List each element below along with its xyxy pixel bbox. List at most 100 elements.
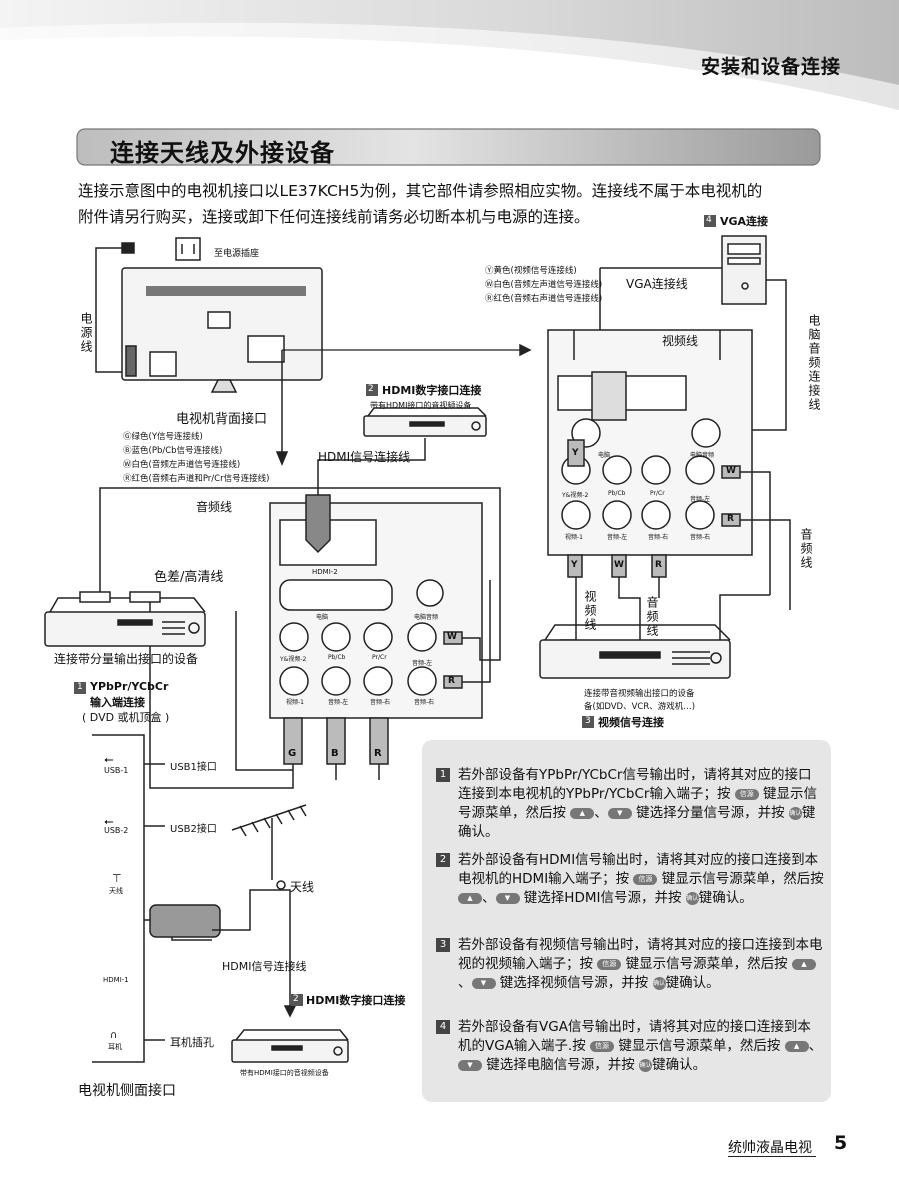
vga-cable-label: VGA连接线 <box>626 277 688 291</box>
legend-top-yellow: Ⓨ黄色(视频信号连接线) <box>485 266 577 276</box>
ok-key-icon: 确认 <box>788 806 802 820</box>
footer-underline <box>728 1156 816 1157</box>
usb2-port: USB-2 <box>104 826 129 835</box>
hdmi1-cable-label: HDMI信号连接线 <box>222 960 307 973</box>
video-num: 3 <box>585 716 591 726</box>
port-hdmi2: HDMI-2 <box>312 568 338 576</box>
footer-brand: 统帅液晶电视 <box>728 1140 812 1156</box>
port-pc: 电脑 <box>316 614 329 621</box>
instructions-box <box>422 740 831 1102</box>
port-y-video2-right: Y&视频-2 <box>562 492 589 499</box>
vga-title: VGA连接 <box>720 215 769 228</box>
ypbpr-title: YPbPr/YCbCr <box>90 680 169 693</box>
intro-line-2: 附件请另行购买，连接或卸下任何连接线前请务必切断本机与电源的连接。 <box>78 208 590 226</box>
up-key-icon: ▲ <box>458 892 482 904</box>
port-pc-audio: 电脑音频 <box>414 614 439 621</box>
port-video1-right: 视频-1 <box>565 534 583 541</box>
legend-left-white: Ⓦ白色(音频左声道信号连接线) <box>123 460 241 470</box>
down-key-icon: ▼ <box>607 807 632 819</box>
ypbpr-title-2: 输入端连接 <box>90 696 145 709</box>
antenna-label: 天线 <box>290 880 315 894</box>
instruction-2: 2 若外部设备有HDMI信号输出时，请将其对应的接口连接到本电视机的HDMI输入… <box>436 851 824 908</box>
port-audio-l: 音频-左 <box>412 660 433 667</box>
hdmi-title: HDMI数字接口连接 <box>382 384 482 397</box>
power-outlet-label: 至电源插座 <box>214 249 260 259</box>
ok-key-icon: 确认 <box>652 976 666 990</box>
audio-cable-label: 音频线 <box>196 500 233 514</box>
plug-w: W <box>614 560 624 570</box>
up-key-icon: ▲ <box>791 958 816 970</box>
ok-key-icon: 确认 <box>685 891 699 905</box>
intro-text: 连接示意图中的电视机接口以LE37KCH5为例，其它部件请参照相应实物。连接线不… <box>78 178 828 230</box>
plug-r-right2: R <box>727 514 734 524</box>
plug-y-top: Y <box>572 448 579 458</box>
power-cable-label: 电源线 <box>79 312 93 354</box>
hdmi-cable-label: HDMI信号连接线 <box>318 450 411 464</box>
port-video1: 视频-1 <box>286 699 304 706</box>
source-key-icon: 信源 <box>590 1040 615 1052</box>
vga-num: 4 <box>706 215 712 225</box>
intro-line-1: 连接示意图中的电视机接口以LE37KCH5为例，其它部件请参照相应实物。连接线不… <box>78 182 763 200</box>
legend-top-white: Ⓦ白色(音频左声道信号连接线) <box>485 280 603 290</box>
audio-cable-label-2: 音频线 <box>645 596 659 638</box>
instruction-1: 1 若外部设备有YPbPr/YCbCr信号输出时，请将其对应的接口连接到本电视机… <box>436 766 824 842</box>
plug-b: B <box>331 748 339 759</box>
component-device-label: 连接带分量输出接口的设备 <box>54 652 199 666</box>
plug-g: G <box>288 748 297 759</box>
usb1-icon: ⭠ <box>104 752 114 766</box>
legend-left: Ⓖ绿色(Y信号连接线) Ⓑ蓝色(Pb/Cb信号连接线) Ⓦ白色(音频左声道信号连… <box>123 430 269 486</box>
port-audio-l-right: 音频-左 <box>690 496 711 503</box>
side-hdmi-device: 带有HDMI接口的音视频设备 <box>240 1069 329 1077</box>
video-cable-label: 视频线 <box>583 590 597 632</box>
source-key-icon: 信源 <box>633 873 658 885</box>
section-title-bar <box>76 128 821 166</box>
port-pbcb: Pb/Cb <box>328 654 346 661</box>
usb2-label: USB2接口 <box>170 824 217 835</box>
header-swoosh <box>0 0 899 110</box>
port-audio-r-right: 音频-右 <box>648 534 669 541</box>
down-key-icon: ▼ <box>458 1059 482 1071</box>
plug-w-center: W <box>447 632 457 642</box>
port-pc-right: 电脑 <box>598 452 611 459</box>
port-y-video2: Y&视频-2 <box>280 656 307 663</box>
earphone-icon: ∩ <box>110 1030 118 1041</box>
av-device-label-2: 备(如DVD、VCR、游戏机…) <box>584 702 696 712</box>
plug-r-center: R <box>448 676 455 686</box>
side-hdmi-num: 2 <box>293 994 299 1004</box>
legend-left-green: Ⓖ绿色(Y信号连接线) <box>123 432 203 442</box>
legend-left-blue: Ⓑ蓝色(Pb/Cb信号连接线) <box>123 446 223 456</box>
instruction-4-num: 4 <box>436 1020 450 1034</box>
instruction-3: 3 若外部设备有视频信号输出时，请将其对应的接口连接到本电视的视频输入端子；按 … <box>436 936 824 993</box>
ypbpr-subtitle: ( DVD 或机顶盒 ) <box>82 711 170 724</box>
instruction-3-num: 3 <box>436 938 450 952</box>
port-audio-l2: 音频-左 <box>328 699 349 706</box>
usb1-port: USB-1 <box>104 766 129 775</box>
plug-r-right: R <box>655 560 662 570</box>
instruction-1-num: 1 <box>436 768 450 782</box>
legend-left-red: Ⓡ红色(音频右声道和Pr/Cr信号连接线) <box>123 474 270 484</box>
down-key-icon: ▼ <box>471 977 496 989</box>
source-key-icon: 信源 <box>734 788 759 800</box>
section-title: 连接天线及外接设备 <box>110 139 335 167</box>
up-key-icon: ▲ <box>784 1040 809 1052</box>
usb1-label: USB1接口 <box>170 762 217 773</box>
hdmi-device-label: 带有HDMI接口的音视频设备 <box>370 401 472 410</box>
chapter-title: 安装和设备连接 <box>700 56 841 78</box>
instruction-2-num: 2 <box>436 853 450 867</box>
ypbpr-num: 1 <box>77 682 83 692</box>
antenna-port: 天线 <box>109 887 123 895</box>
av-device-label: 连接带音视频输出接口的设备 <box>584 689 695 699</box>
ok-key-icon: 确认 <box>639 1058 653 1072</box>
side-hdmi-title: HDMI数字接口连接 <box>306 994 406 1007</box>
tv-back-label: 电视机背面接口 <box>176 412 268 427</box>
port-audio-r2: 音频-右 <box>414 699 435 706</box>
plug-y: Y <box>571 560 578 570</box>
side-panel-title: 电视机侧面接口 <box>78 1083 176 1099</box>
pc-audio-cable-label: 电脑音频连接线 <box>807 314 821 412</box>
video-cable-top-label: 视频线 <box>662 334 699 348</box>
port-pc-audio-right: 电脑音频 <box>690 452 715 459</box>
legend-top-red: Ⓡ红色(音频右声道信号连接线) <box>485 294 603 304</box>
video-title: 视频信号连接 <box>598 716 664 729</box>
page-number: 5 <box>834 1132 848 1154</box>
